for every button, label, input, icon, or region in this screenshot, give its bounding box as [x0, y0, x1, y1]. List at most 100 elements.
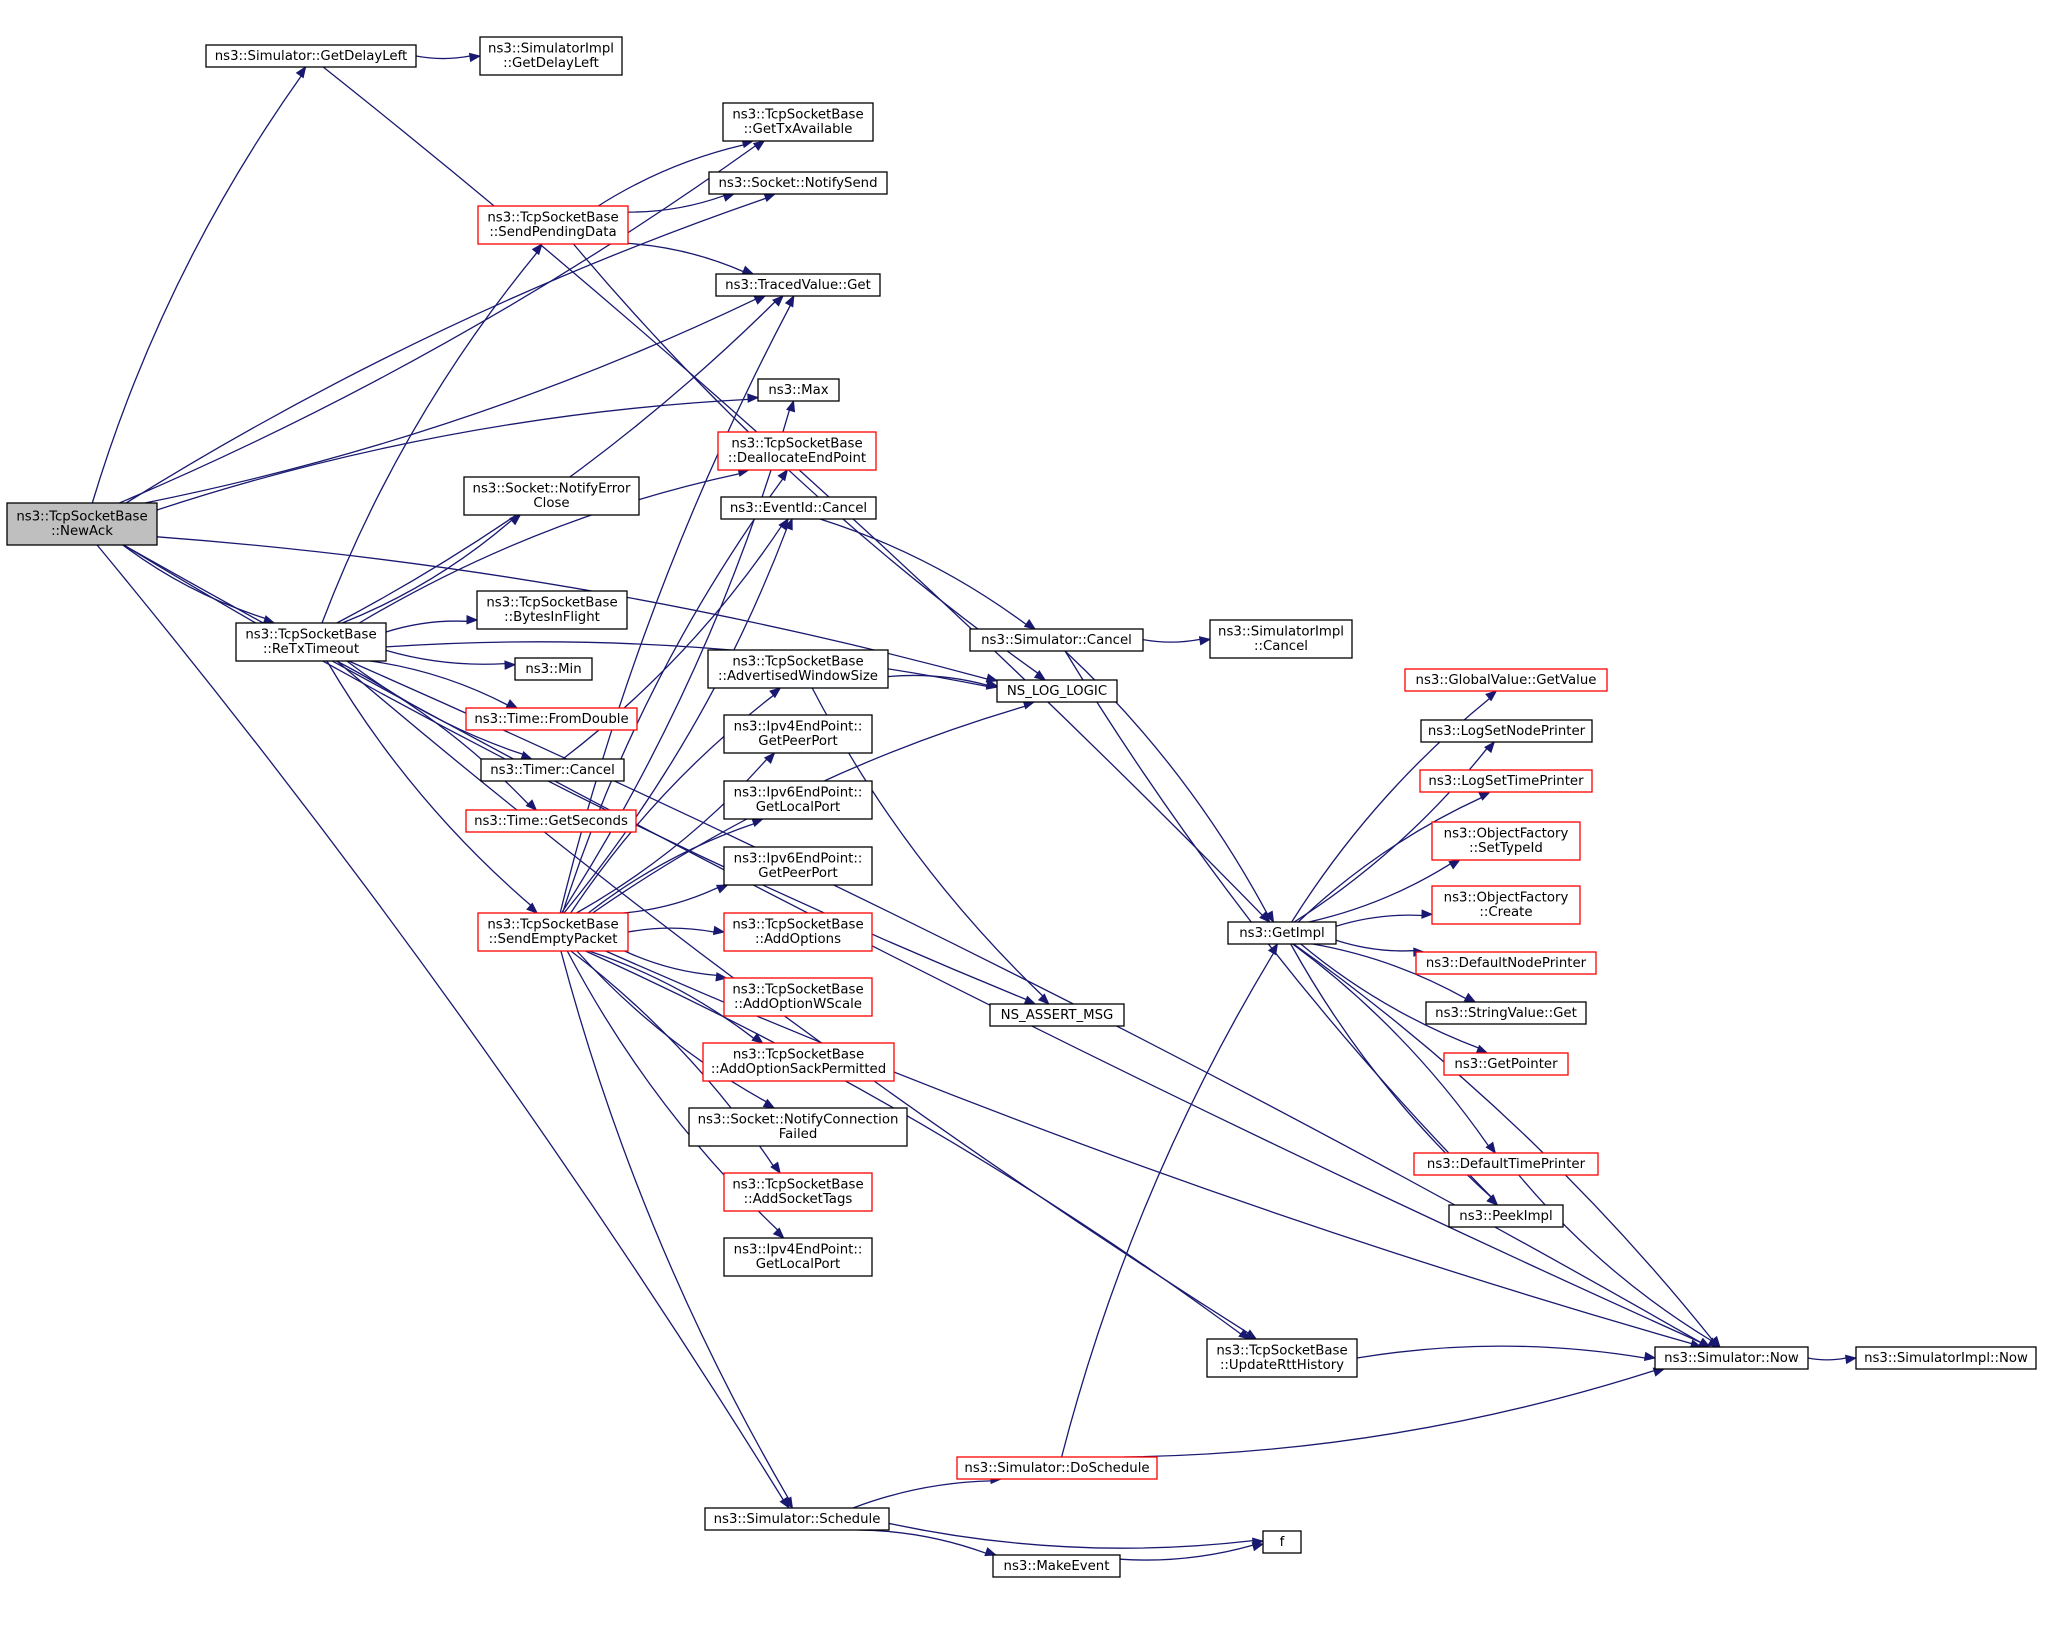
node-box-nslog[interactable]: [996, 679, 1118, 703]
node-box-fromdouble[interactable]: [465, 707, 638, 731]
node-box-nsassert[interactable]: [989, 1003, 1125, 1027]
node-timercancel[interactable]: ns3::Timer::Cancel: [480, 758, 625, 782]
node-f[interactable]: f: [1262, 1530, 1302, 1554]
node-box-logtimeprinter[interactable]: [1419, 769, 1593, 793]
node-addoptions[interactable]: ns3::TcpSocketBase::AddOptions: [723, 912, 873, 952]
node-box-doschedule[interactable]: [956, 1456, 1158, 1480]
node-advwindow[interactable]: ns3::TcpSocketBase::AdvertisedWindowSize: [707, 649, 889, 689]
node-getdelayleft[interactable]: ns3::Simulator::GetDelayLeft: [205, 44, 417, 68]
node-box-min[interactable]: [514, 657, 593, 681]
node-getpointer[interactable]: ns3::GetPointer: [1443, 1052, 1569, 1076]
node-box-getdelayleft[interactable]: [205, 44, 417, 68]
node-ipv6localport[interactable]: ns3::Ipv6EndPoint::GetLocalPort: [723, 780, 873, 820]
node-box-peekimpl[interactable]: [1448, 1204, 1564, 1228]
node-deallocate[interactable]: ns3::TcpSocketBase::DeallocateEndPoint: [717, 431, 877, 471]
node-box-notifyconnfailed[interactable]: [688, 1107, 908, 1147]
node-box-makeevent[interactable]: [992, 1554, 1121, 1578]
node-addwscale[interactable]: ns3::TcpSocketBase::AddOptionWScale: [723, 977, 873, 1017]
node-ipv6peerport[interactable]: ns3::Ipv6EndPoint::GetPeerPort: [723, 846, 873, 886]
node-nslog[interactable]: NS_LOG_LOGIC: [996, 679, 1118, 703]
node-globalvalue[interactable]: ns3::GlobalValue::GetValue: [1404, 668, 1608, 692]
node-box-timercancel[interactable]: [480, 758, 625, 782]
node-makeevent[interactable]: ns3::MakeEvent: [992, 1554, 1121, 1578]
node-fromdouble[interactable]: ns3::Time::FromDouble: [465, 707, 638, 731]
node-box-implcancel[interactable]: [1209, 619, 1353, 659]
node-bytesinflight[interactable]: ns3::TcpSocketBase::BytesInFlight: [476, 590, 628, 630]
node-ipv4peerport[interactable]: ns3::Ipv4EndPoint::GetPeerPort: [723, 714, 873, 754]
node-doschedule[interactable]: ns3::Simulator::DoSchedule: [956, 1456, 1158, 1480]
node-box-ipv6peerport[interactable]: [723, 846, 873, 886]
node-box-defaulttimeprinter[interactable]: [1413, 1152, 1599, 1176]
node-box-bytesinflight[interactable]: [476, 590, 628, 630]
node-box-sendempty[interactable]: [477, 912, 629, 952]
node-box-retxtimeout[interactable]: [235, 622, 387, 662]
node-box-ipv4peerport[interactable]: [723, 714, 873, 754]
node-box-create[interactable]: [1431, 885, 1581, 925]
node-box-simcancel[interactable]: [969, 628, 1144, 652]
node-addsockettags[interactable]: ns3::TcpSocketBase::AddSocketTags: [723, 1172, 873, 1212]
node-updatertt[interactable]: ns3::TcpSocketBase::UpdateRttHistory: [1206, 1338, 1358, 1378]
node-logtimeprinter[interactable]: ns3::LogSetTimePrinter: [1419, 769, 1593, 793]
node-box-advwindow[interactable]: [707, 649, 889, 689]
node-implcancel[interactable]: ns3::SimulatorImpl::Cancel: [1209, 619, 1353, 659]
node-defaulttimeprinter[interactable]: ns3::DefaultTimePrinter: [1413, 1152, 1599, 1176]
node-stringget[interactable]: ns3::StringValue::Get: [1425, 1001, 1587, 1025]
node-simnow[interactable]: ns3::Simulator::Now: [1654, 1346, 1809, 1370]
node-gettxavailable[interactable]: ns3::TcpSocketBase::GetTxAvailable: [722, 102, 874, 142]
node-peekimpl[interactable]: ns3::PeekImpl: [1448, 1204, 1564, 1228]
node-box-notifyerror[interactable]: [463, 476, 640, 516]
node-box-getimpl[interactable]: [1227, 921, 1337, 945]
node-implgetdelayleft[interactable]: ns3::SimulatorImpl::GetDelayLeft: [479, 36, 623, 76]
node-box-implnow[interactable]: [1855, 1346, 2037, 1370]
node-sendpendingdata[interactable]: ns3::TcpSocketBase::SendPendingData: [477, 205, 629, 245]
node-retxtimeout[interactable]: ns3::TcpSocketBase::ReTxTimeout: [235, 622, 387, 662]
node-box-getpointer[interactable]: [1443, 1052, 1569, 1076]
node-box-max[interactable]: [757, 378, 840, 402]
node-box-f[interactable]: [1262, 1530, 1302, 1554]
node-box-defaultnodeprinter[interactable]: [1415, 951, 1597, 975]
node-defaultnodeprinter[interactable]: ns3::DefaultNodePrinter: [1415, 951, 1597, 975]
node-max[interactable]: ns3::Max: [757, 378, 840, 402]
node-box-stringget[interactable]: [1425, 1001, 1587, 1025]
node-box-sendpendingdata[interactable]: [477, 205, 629, 245]
node-box-tracedget[interactable]: [715, 273, 881, 297]
node-tracedget[interactable]: ns3::TracedValue::Get: [715, 273, 881, 297]
node-simcancel[interactable]: ns3::Simulator::Cancel: [969, 628, 1144, 652]
node-schedule[interactable]: ns3::Simulator::Schedule: [704, 1507, 890, 1531]
node-box-addsack[interactable]: [702, 1042, 895, 1082]
node-lognodeprinter[interactable]: ns3::LogSetNodePrinter: [1420, 719, 1593, 743]
node-box-newack[interactable]: [6, 502, 158, 546]
node-box-addoptions[interactable]: [723, 912, 873, 952]
node-box-updatertt[interactable]: [1206, 1338, 1358, 1378]
node-box-globalvalue[interactable]: [1404, 668, 1608, 692]
node-box-simnow[interactable]: [1654, 1346, 1809, 1370]
node-implnow[interactable]: ns3::SimulatorImpl::Now: [1855, 1346, 2037, 1370]
node-box-notifysend[interactable]: [708, 171, 888, 195]
node-box-addsockettags[interactable]: [723, 1172, 873, 1212]
node-box-gettxavailable[interactable]: [722, 102, 874, 142]
node-min[interactable]: ns3::Min: [514, 657, 593, 681]
node-create[interactable]: ns3::ObjectFactory::Create: [1431, 885, 1581, 925]
node-newack[interactable]: ns3::TcpSocketBase::NewAck: [6, 502, 158, 546]
node-ipv4localport[interactable]: ns3::Ipv4EndPoint::GetLocalPort: [723, 1237, 873, 1277]
node-box-eventcancel[interactable]: [720, 496, 877, 520]
node-box-schedule[interactable]: [704, 1507, 890, 1531]
node-sendempty[interactable]: ns3::TcpSocketBase::SendEmptyPacket: [477, 912, 629, 952]
node-box-getseconds[interactable]: [465, 809, 637, 833]
node-box-ipv4localport[interactable]: [723, 1237, 873, 1277]
node-notifysend[interactable]: ns3::Socket::NotifySend: [708, 171, 888, 195]
node-getimpl[interactable]: ns3::GetImpl: [1227, 921, 1337, 945]
node-box-settypeid[interactable]: [1431, 821, 1581, 861]
node-box-ipv6localport[interactable]: [723, 780, 873, 820]
node-box-lognodeprinter[interactable]: [1420, 719, 1593, 743]
node-addsack[interactable]: ns3::TcpSocketBase::AddOptionSackPermitt…: [702, 1042, 895, 1082]
node-nsassert[interactable]: NS_ASSERT_MSG: [989, 1003, 1125, 1027]
node-box-implgetdelayleft[interactable]: [479, 36, 623, 76]
node-box-addwscale[interactable]: [723, 977, 873, 1017]
node-settypeid[interactable]: ns3::ObjectFactory::SetTypeId: [1431, 821, 1581, 861]
node-box-deallocate[interactable]: [717, 431, 877, 471]
node-eventcancel[interactable]: ns3::EventId::Cancel: [720, 496, 877, 520]
node-getseconds[interactable]: ns3::Time::GetSeconds: [465, 809, 637, 833]
